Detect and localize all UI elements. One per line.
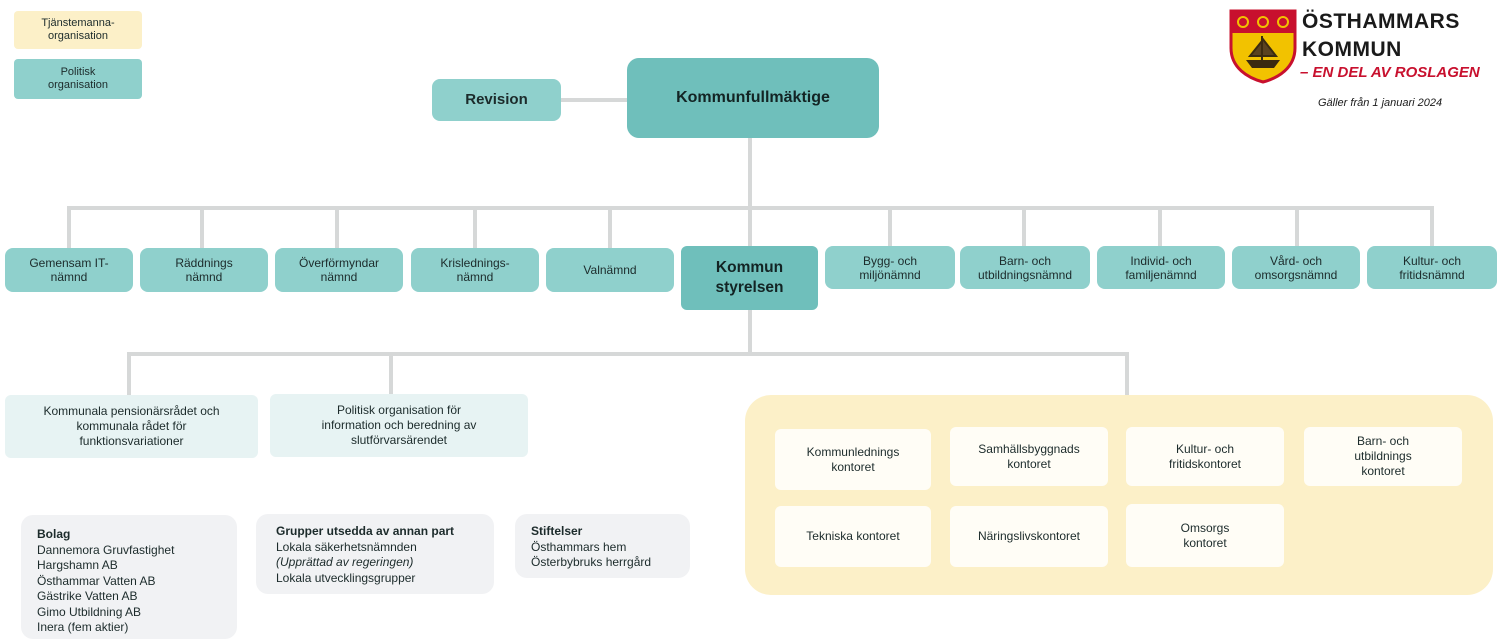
board-crisis: Krislednings- nämnd <box>411 248 539 292</box>
connector-audit <box>560 98 630 102</box>
office-care: Omsorgs kontoret <box>1126 504 1284 567</box>
company-item: Gästrike Vatten AB <box>37 589 138 603</box>
office-leadership: Kommunlednings kontoret <box>775 429 931 490</box>
board-it: Gemensam IT- nämnd <box>5 248 133 292</box>
companies-title: Bolag <box>37 527 71 541</box>
political-organisation: Politisk organisation för information oc… <box>270 394 528 457</box>
board-education: Barn- och utbildningsnämnd <box>960 246 1090 289</box>
office-business: Näringslivskontoret <box>950 506 1108 567</box>
council-box: Kommunfullmäktige <box>627 58 879 138</box>
connector-lower-horizontal <box>127 352 1129 356</box>
connector-drop <box>888 206 892 248</box>
company-item: Gimo Utbildning AB <box>37 604 142 619</box>
connector-executive-down <box>748 310 752 354</box>
valid-from-note: Gäller från 1 januari 2024 <box>1318 97 1443 109</box>
foundations-title: Stiftelser <box>531 524 583 538</box>
executive-board: Kommun styrelsen <box>681 246 818 310</box>
foundation-item: Österbybruks herrgård <box>531 555 652 569</box>
connector-drop <box>335 206 339 248</box>
board-election: Valnämnd <box>546 248 674 292</box>
board-guardian: Överförmyndar nämnd <box>275 248 403 292</box>
board-rescue: Räddnings nämnd <box>140 248 268 292</box>
company-item: Östhammar Vatten AB <box>37 573 156 588</box>
connector-drop <box>1158 206 1162 248</box>
connector-drop <box>1022 206 1026 248</box>
connector-drop <box>473 206 477 248</box>
company-item: Inera (fem aktier) <box>37 620 129 634</box>
connector-drop <box>608 206 612 248</box>
audit-box: Revision <box>432 79 561 121</box>
connector-drop <box>1125 352 1129 397</box>
connector-drop <box>389 352 393 394</box>
connector-council-down <box>748 138 752 248</box>
group-item-note: (Upprättad av regeringen) <box>276 555 414 569</box>
logo-tagline: – EN DEL AV ROSLAGEN <box>1300 64 1480 81</box>
pension-council: Kommunala pensionärsrådet och kommunala … <box>5 395 258 458</box>
groups-title: Grupper utsedda av annan part <box>276 524 455 538</box>
connector-drop <box>1430 206 1434 248</box>
group-item: Lokala utvecklingsgrupper <box>276 570 416 585</box>
group-item: Lokala säkerhetsnämnden <box>276 539 417 554</box>
connector-drop <box>67 206 71 248</box>
company-item: Dannemora Gruvfastighet <box>37 542 175 557</box>
connector-drop <box>200 206 204 248</box>
logo-title: ÖSTHAMMARS <box>1302 10 1460 33</box>
coat-of-arms-icon <box>1228 8 1298 84</box>
connector-drop <box>1295 206 1299 248</box>
board-care: Vård- och omsorgsnämnd <box>1232 246 1360 289</box>
connector-boards-horizontal <box>67 206 1434 210</box>
board-individual: Individ- och familjenämnd <box>1097 246 1225 289</box>
office-culture: Kultur- och fritidskontoret <box>1126 427 1284 486</box>
logo-subtitle: KOMMUN <box>1302 38 1402 61</box>
foundation-item: Östhammars hem <box>531 539 627 554</box>
office-education: Barn- och utbildnings kontoret <box>1304 427 1462 486</box>
office-technical: Tekniska kontoret <box>775 506 931 567</box>
connector-drop <box>127 352 131 396</box>
office-community: Samhällsbyggnads kontoret <box>950 427 1108 486</box>
legend-political: Politisk organisation <box>14 59 142 99</box>
legend-officials: Tjänstemanna- organisation <box>14 11 142 49</box>
companies-box: Bolag Dannemora Gruvfastighet Hargshamn … <box>21 515 237 639</box>
company-item: Hargshamn AB <box>37 558 118 572</box>
groups-box: Grupper utsedda av annan part Lokala säk… <box>256 514 494 594</box>
foundations-box: Stiftelser Östhammars hem Österbybruks h… <box>515 514 690 578</box>
board-culture: Kultur- och fritidsnämnd <box>1367 246 1497 289</box>
board-building: Bygg- och miljönämnd <box>825 246 955 289</box>
